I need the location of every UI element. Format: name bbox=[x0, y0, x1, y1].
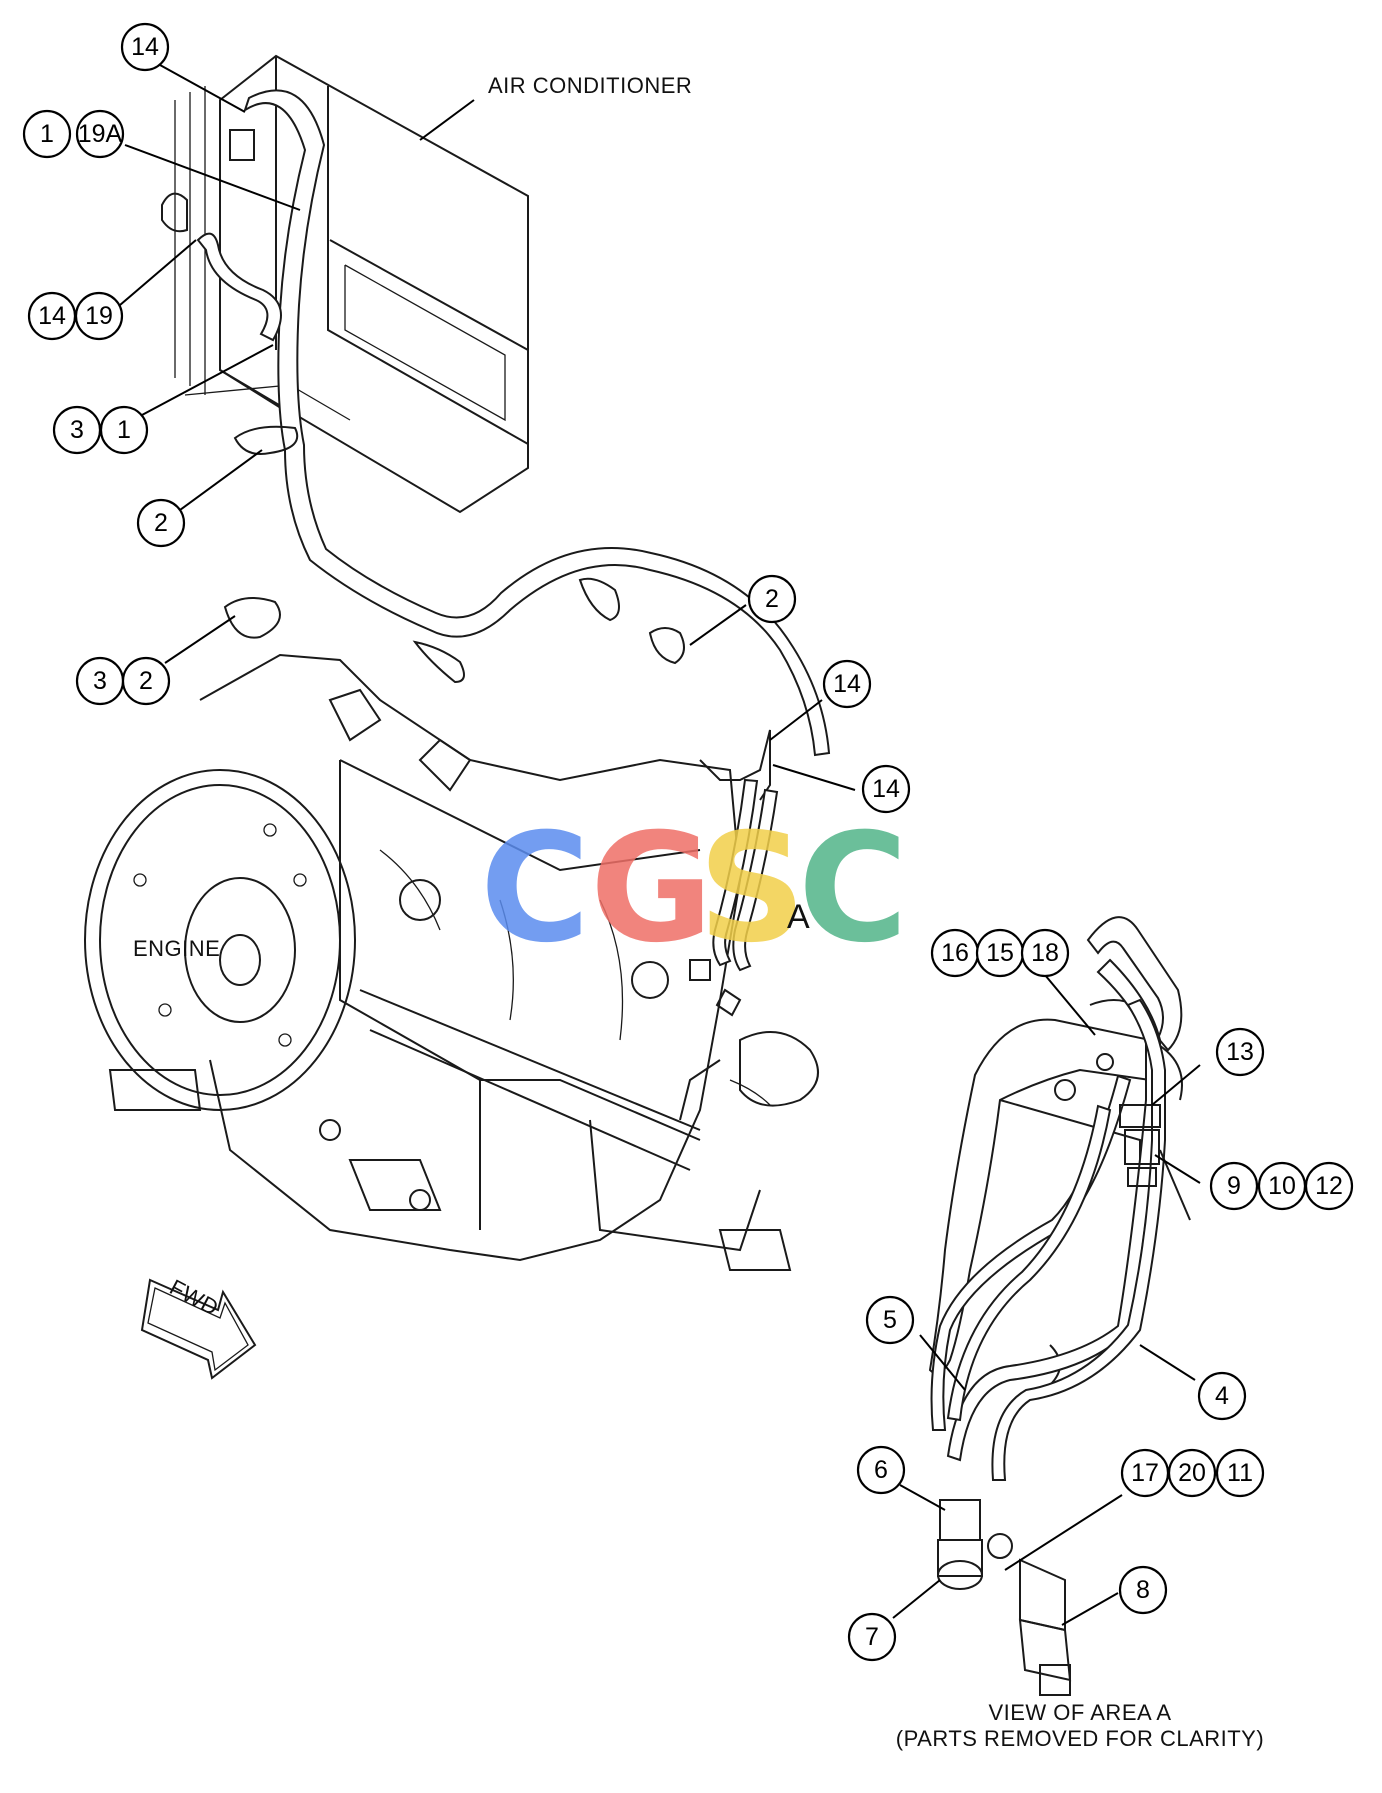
svg-text:20: 20 bbox=[1178, 1459, 1206, 1487]
svg-text:7: 7 bbox=[865, 1623, 879, 1651]
svg-text:8: 8 bbox=[1136, 1576, 1150, 1604]
area-a-detail bbox=[928, 916, 1191, 1696]
callout-11[interactable]: 11 bbox=[1215, 1448, 1265, 1498]
area-a-marker: A bbox=[787, 898, 810, 936]
svg-text:3: 3 bbox=[93, 667, 107, 695]
air-conditioner-leader bbox=[419, 99, 475, 141]
callout-19[interactable]: 19 bbox=[74, 291, 124, 341]
callout-4[interactable]: 4 bbox=[1197, 1371, 1247, 1421]
ac-hoses bbox=[196, 89, 831, 757]
callout-8[interactable]: 8 bbox=[1118, 1565, 1168, 1615]
watermark-letter-1: C bbox=[480, 802, 590, 976]
air-conditioner-label: AIR CONDITIONER bbox=[488, 73, 692, 98]
svg-text:2: 2 bbox=[139, 667, 153, 695]
svg-text:19A: 19A bbox=[78, 120, 123, 148]
callout-14-mid[interactable]: 14 bbox=[27, 291, 77, 341]
svg-text:14: 14 bbox=[833, 670, 861, 698]
svg-text:2: 2 bbox=[154, 509, 168, 537]
svg-text:13: 13 bbox=[1226, 1038, 1254, 1066]
fwd-label: FWD bbox=[166, 1274, 223, 1320]
callout-18[interactable]: 18 bbox=[1020, 928, 1070, 978]
svg-text:1: 1 bbox=[40, 120, 54, 148]
callout-17[interactable]: 17 bbox=[1120, 1448, 1170, 1498]
svg-text:16: 16 bbox=[941, 939, 969, 967]
svg-text:11: 11 bbox=[1227, 1459, 1253, 1487]
callout-1-top[interactable]: 1 bbox=[22, 109, 72, 159]
svg-text:10: 10 bbox=[1268, 1172, 1296, 1200]
callout-12[interactable]: 12 bbox=[1304, 1161, 1354, 1211]
svg-text:15: 15 bbox=[986, 939, 1014, 967]
callout-19a[interactable]: 19A bbox=[75, 109, 125, 159]
watermark-letter-3: S bbox=[698, 802, 806, 976]
svg-text:18: 18 bbox=[1031, 939, 1059, 967]
callout-14-right-upper[interactable]: 14 bbox=[822, 659, 872, 709]
fwd-arrow: FWD bbox=[140, 1274, 257, 1380]
callout-13[interactable]: 13 bbox=[1215, 1027, 1265, 1077]
callout-14-right-lower[interactable]: 14 bbox=[861, 764, 911, 814]
cgsc-watermark: C G S C bbox=[480, 802, 908, 976]
watermark-letter-4: C bbox=[798, 802, 908, 976]
engine-label: ENGINE bbox=[133, 936, 220, 961]
callout-6[interactable]: 6 bbox=[856, 1445, 906, 1495]
callout-3-upper[interactable]: 3 bbox=[52, 405, 102, 455]
svg-text:4: 4 bbox=[1215, 1382, 1229, 1410]
watermark-letter-2: G bbox=[590, 802, 713, 976]
callout-2-lower[interactable]: 2 bbox=[121, 656, 171, 706]
callout-7[interactable]: 7 bbox=[847, 1612, 897, 1662]
svg-text:17: 17 bbox=[1131, 1459, 1159, 1487]
callout-15[interactable]: 15 bbox=[975, 928, 1025, 978]
callout-1-upper[interactable]: 1 bbox=[99, 405, 149, 455]
svg-text:14: 14 bbox=[38, 302, 66, 330]
view-title-line1: VIEW OF AREA A bbox=[988, 1700, 1171, 1725]
svg-text:12: 12 bbox=[1315, 1172, 1343, 1200]
svg-text:9: 9 bbox=[1227, 1172, 1241, 1200]
svg-text:6: 6 bbox=[874, 1456, 888, 1484]
engine-block bbox=[84, 653, 819, 1271]
svg-text:5: 5 bbox=[883, 1306, 897, 1334]
svg-text:3: 3 bbox=[70, 416, 84, 444]
svg-text:14: 14 bbox=[131, 33, 159, 61]
air-conditioner-unit bbox=[161, 54, 529, 514]
svg-text:19: 19 bbox=[85, 302, 113, 330]
svg-text:1: 1 bbox=[117, 416, 131, 444]
callout-3-lower[interactable]: 3 bbox=[75, 656, 125, 706]
callout-leaders bbox=[119, 64, 1201, 1626]
svg-text:2: 2 bbox=[765, 585, 779, 613]
view-title-line2: (PARTS REMOVED FOR CLARITY) bbox=[896, 1726, 1264, 1751]
callout-9[interactable]: 9 bbox=[1209, 1161, 1259, 1211]
callout-10[interactable]: 10 bbox=[1257, 1161, 1307, 1211]
svg-text:14: 14 bbox=[872, 775, 900, 803]
callout-20[interactable]: 20 bbox=[1167, 1448, 1217, 1498]
callout-16[interactable]: 16 bbox=[930, 928, 980, 978]
callout-2-right[interactable]: 2 bbox=[747, 574, 797, 624]
callout-2-upper[interactable]: 2 bbox=[136, 498, 186, 548]
callout-14-top[interactable]: 14 bbox=[120, 22, 170, 72]
callout-5[interactable]: 5 bbox=[865, 1295, 915, 1345]
